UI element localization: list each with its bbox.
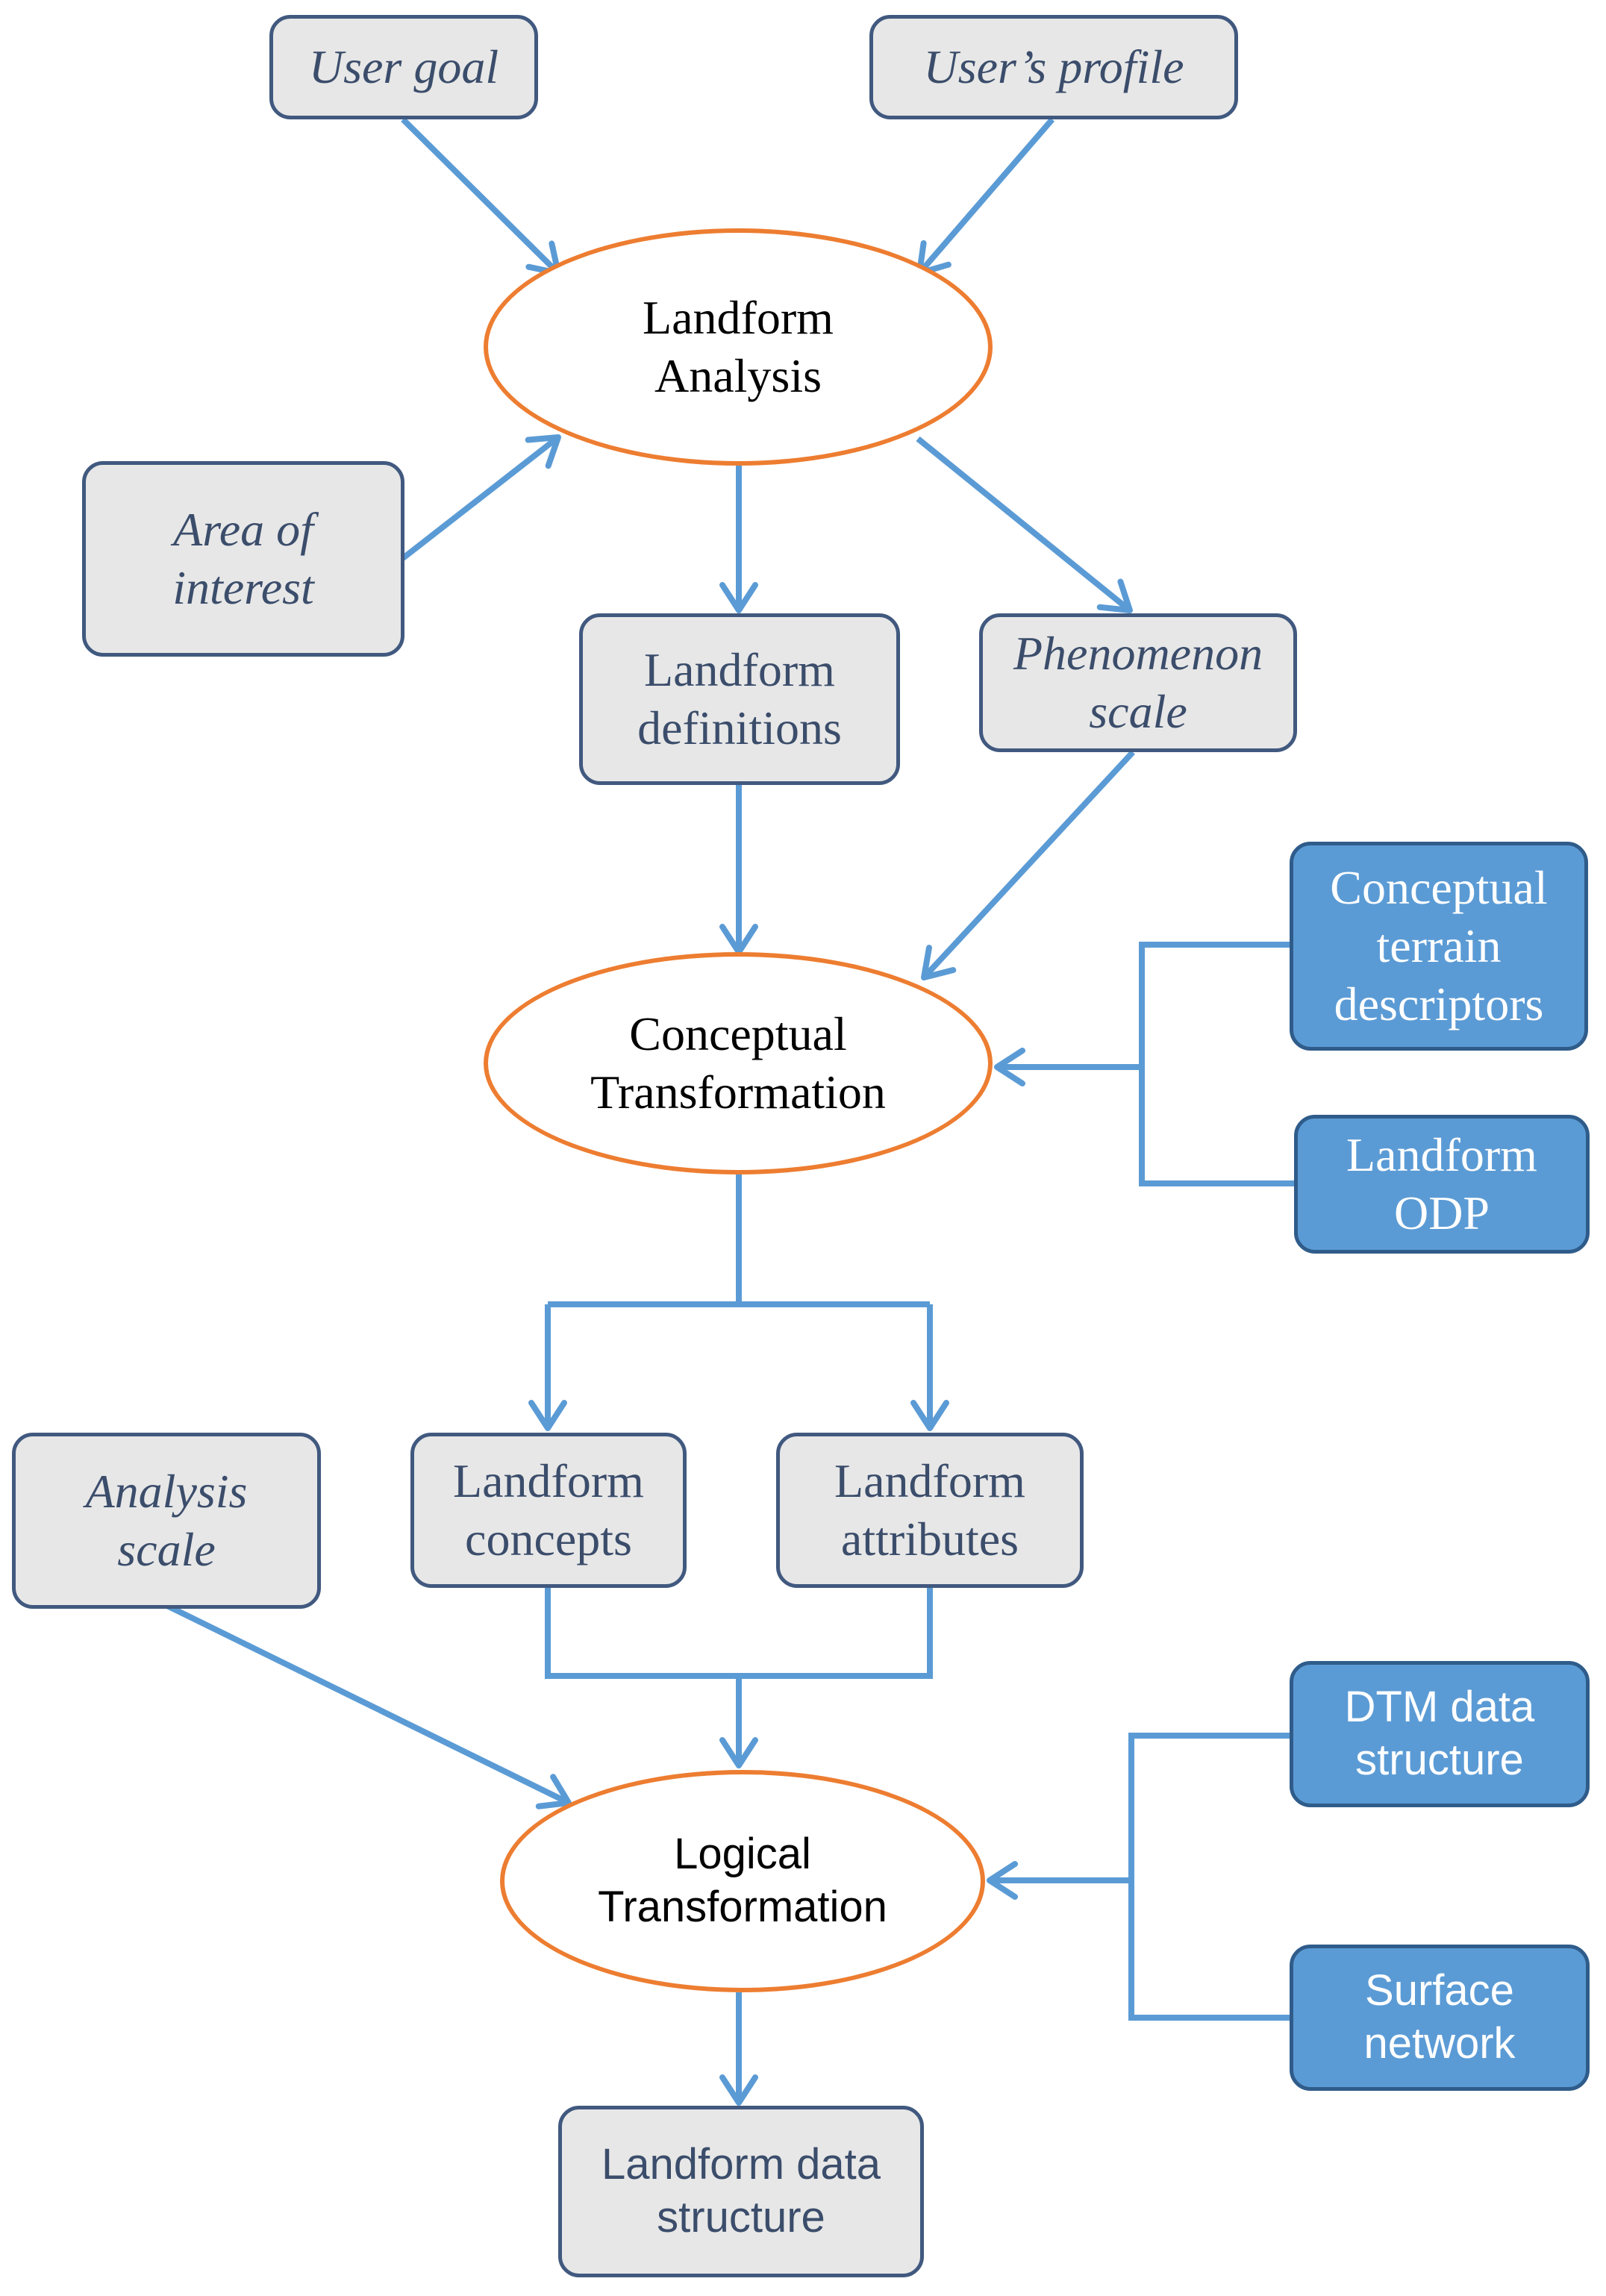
area-of-interest-line-2: interest: [172, 561, 314, 614]
arrow-area-of-interest-to-landform-analysis: [401, 434, 561, 561]
landform-attributes-box: Landform attributes: [776, 1433, 1084, 1588]
conceptual-terrain-descriptors-box: Conceptual terrain descriptors: [1290, 842, 1588, 1051]
landform-definitions-line-1: Landform: [644, 642, 835, 696]
landform-analysis-line-1: Landform: [643, 290, 834, 344]
landform-odp-line-2: ODP: [1393, 1186, 1490, 1239]
landform-data-structure-line-2: structure: [657, 2193, 825, 2242]
landform-concepts-line-2: concepts: [465, 1513, 632, 1565]
landform-attributes-line-2: attributes: [840, 1513, 1019, 1565]
landform-odp-box: Landform ODP: [1294, 1115, 1590, 1254]
landform-odp-line-1: Landform: [1346, 1127, 1537, 1181]
user-goal-box: User goal: [269, 15, 538, 119]
phenomenon-scale-box: Phenomenon scale: [979, 613, 1297, 752]
landform-analysis-ellipse: Landform Analysis: [484, 228, 993, 466]
user-goal-label: User goal: [308, 40, 499, 93]
landform-attributes-line-1: Landform: [834, 1454, 1025, 1507]
landform-analysis-line-2: Analysis: [654, 349, 822, 402]
analysis-scale-box: Analysis scale: [12, 1433, 321, 1609]
logical-transformation-ellipse: Logical Transformation: [500, 1770, 985, 1992]
landform-data-structure-box: Landform data structure: [558, 2106, 924, 2277]
user-profile-box: User’s profile: [869, 15, 1238, 119]
connector-conceptual-descriptors: [1139, 942, 1296, 1186]
connector-logical-resources: [1128, 1733, 1290, 2021]
conceptual-terrain-descriptors-line-3: descriptors: [1334, 977, 1544, 1031]
landform-concepts-line-1: Landform: [453, 1454, 644, 1507]
landform-definitions-box: Landform definitions: [579, 613, 900, 785]
arrow-phenomenon-scale-to-conceptual-transformation: [921, 750, 1135, 980]
conceptual-terrain-descriptors-line-1: Conceptual: [1330, 860, 1548, 914]
arrow-user-profile-to-landform-analysis: [916, 117, 1055, 276]
user-profile-label: User’s profile: [923, 40, 1184, 93]
area-of-interest-box: Area of interest: [82, 461, 404, 657]
arrow-analysis-scale-to-logical-transformation: [166, 1603, 572, 1809]
conceptual-terrain-descriptors-line-2: terrain: [1376, 919, 1502, 972]
analysis-scale-line-1: Analysis: [85, 1464, 248, 1518]
dtm-data-structure-line-2: structure: [1355, 1736, 1524, 1784]
logical-transformation-line-2: Transformation: [598, 1883, 887, 1931]
phenomenon-scale-line-1: Phenomenon: [1013, 626, 1263, 680]
dtm-data-structure-box: DTM data structure: [1290, 1661, 1590, 1807]
dtm-data-structure-line-1: DTM data: [1344, 1683, 1535, 1732]
area-of-interest-line-1: Area of: [173, 502, 313, 556]
conceptual-transformation-line-1: Conceptual: [629, 1007, 847, 1060]
phenomenon-scale-line-2: scale: [1089, 685, 1187, 738]
arrow-user-goal-to-landform-analysis: [401, 117, 561, 276]
connector-concepts-attributes-merge: [545, 1588, 933, 1679]
landform-concepts-box: Landform concepts: [410, 1433, 687, 1588]
analysis-scale-line-2: scale: [117, 1523, 216, 1576]
logical-transformation-line-1: Logical: [674, 1830, 811, 1879]
arrow-landform-analysis-to-phenomenon-scale: [916, 436, 1133, 613]
conceptual-transformation-ellipse: Conceptual Transformation: [484, 952, 993, 1174]
surface-network-line-1: Surface: [1365, 1966, 1514, 2015]
surface-network-box: Surface network: [1290, 1945, 1590, 2091]
conceptual-transformation-line-2: Transformation: [590, 1066, 886, 1119]
landform-data-structure-line-1: Landform data: [601, 2140, 881, 2189]
landform-definitions-line-2: definitions: [637, 701, 842, 754]
surface-network-line-2: network: [1363, 2019, 1516, 2068]
